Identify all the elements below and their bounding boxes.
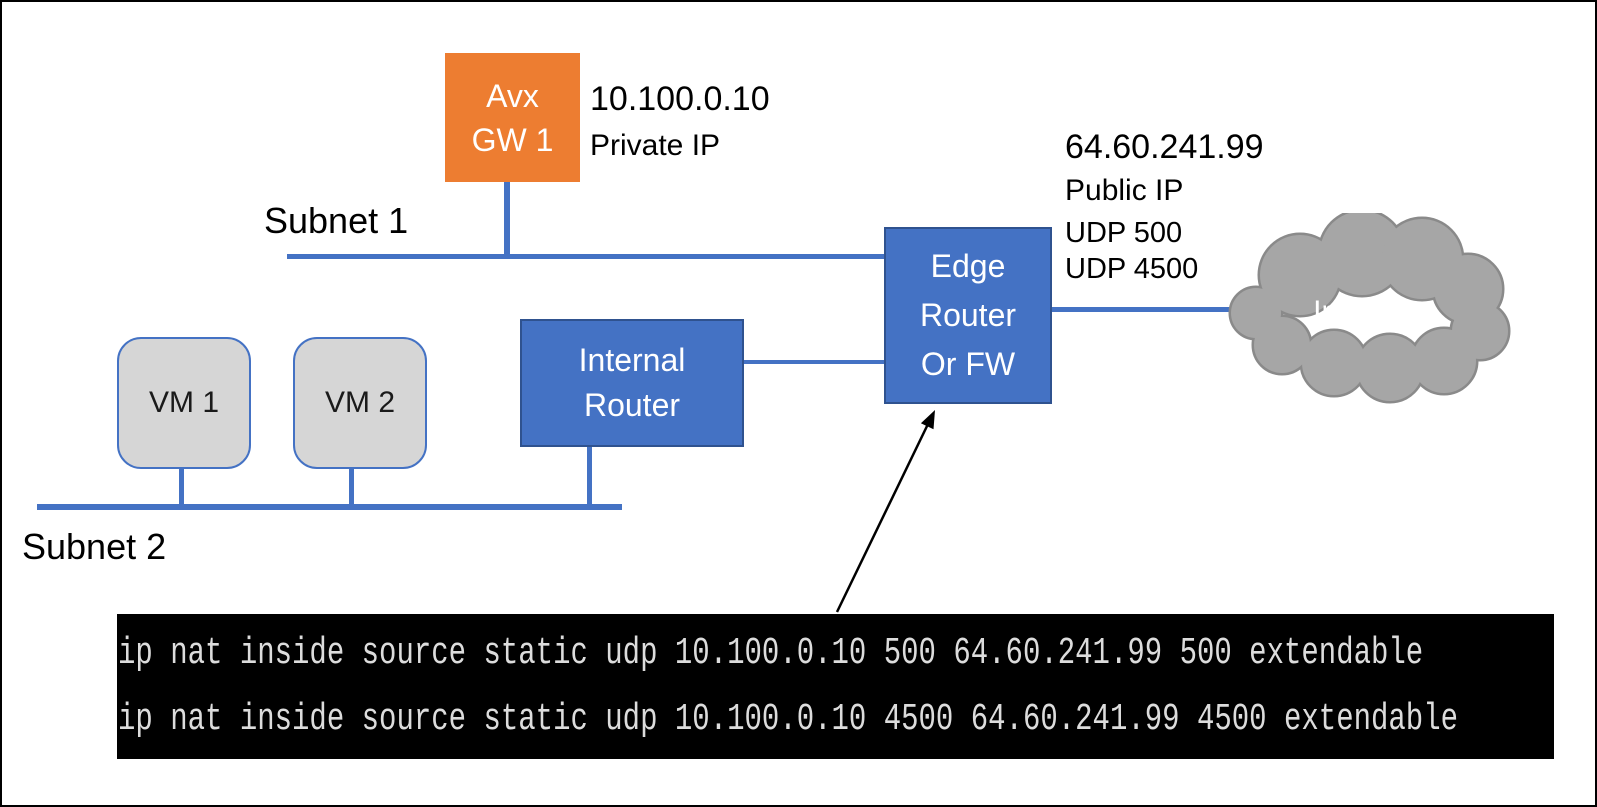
vm1-connector-line	[179, 469, 184, 507]
udp-500-label: UDP 500	[1065, 217, 1183, 249]
vm2-connector-line	[349, 469, 354, 507]
internet-label: Internet	[1313, 295, 1415, 328]
internet-cloud-icon: Internet	[1228, 213, 1511, 404]
subnet2-label: Subnet 2	[22, 526, 167, 567]
internal-router-to-edge-line	[744, 360, 884, 364]
udp-4500-label: UDP 4500	[1065, 253, 1199, 285]
public-ip-value: 64.60.241.99	[1065, 128, 1264, 166]
edge-router-label-line2: Router	[919, 297, 1017, 333]
vm2-label: VM 2	[324, 386, 396, 419]
edge-router-label-line3: Or FW	[920, 346, 1016, 382]
edge-to-internet-line	[1052, 307, 1237, 312]
private-ip-caption: Private IP	[590, 129, 721, 162]
nat-config-line-2: ip nat inside source static udp 10.100.0…	[118, 697, 1459, 741]
internal-router-label-line1: Internal	[578, 342, 686, 378]
edge-router-node: Edge Router Or FW	[884, 227, 1052, 404]
public-ip-caption: Public IP	[1065, 174, 1184, 207]
avx-gateway-connector-line	[504, 182, 510, 258]
vm1-node: VM 1	[117, 337, 251, 469]
edge-router-label-line1: Edge	[930, 248, 1006, 284]
nat-config-line-1: ip nat inside source static udp 10.100.0…	[118, 631, 1424, 675]
avx-gateway-label-line2: GW 1	[471, 121, 554, 158]
subnet1-bus-line	[287, 254, 884, 259]
internal-router-connector-line	[587, 447, 592, 505]
vm2-node: VM 2	[293, 337, 427, 469]
vm1-label: VM 1	[148, 386, 220, 419]
callout-arrow-icon	[835, 410, 935, 613]
avx-gateway-label-line1: Avx	[486, 77, 539, 114]
internal-router-node: Internal Router	[520, 319, 744, 447]
internal-router-label-line2: Router	[583, 387, 681, 423]
nat-config-terminal: ip nat inside source static udp 10.100.0…	[117, 614, 1554, 759]
avx-gateway-node: Avx GW 1	[445, 53, 580, 182]
private-ip-value: 10.100.0.10	[590, 80, 770, 118]
subnet1-label: Subnet 1	[264, 200, 409, 241]
subnet2-bus-line	[37, 504, 622, 510]
